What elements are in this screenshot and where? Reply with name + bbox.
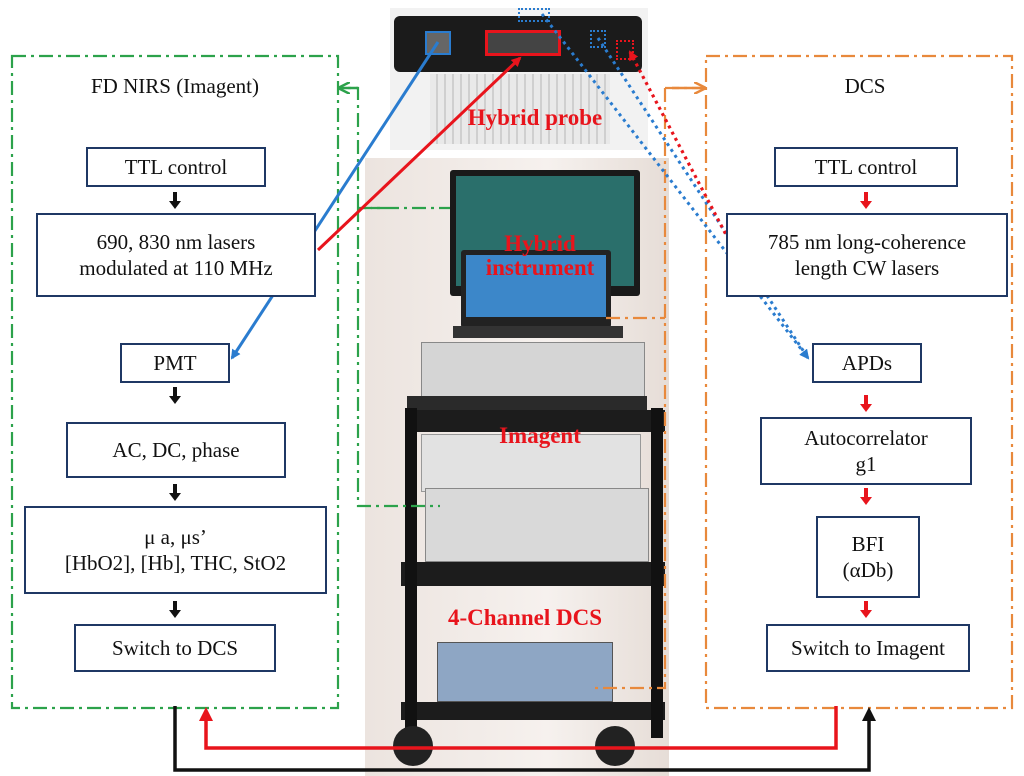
- fd-optical-properties-line1: μ a, μs’: [144, 524, 207, 549]
- dcs-apds-box: APDs: [812, 343, 922, 383]
- dcs-lasers-box: 785 nm long-coherence length CW lasers: [726, 213, 1008, 297]
- dcs-autocorrelator-line2: g1: [855, 452, 877, 476]
- blue-dotted-apd-link-b: [596, 37, 810, 359]
- keyboard: [407, 396, 647, 410]
- orange-link-right: [592, 88, 667, 690]
- imagent-modules: [425, 488, 649, 562]
- dcs-apds-text: APDs: [841, 350, 893, 375]
- dcs-ttl-control-text: TTL control: [814, 154, 918, 179]
- fd-lasers-line2: modulated at 110 MHz: [79, 256, 273, 280]
- hybrid-instrument-label-l1: Hybrid: [504, 231, 576, 256]
- dcs-ttl-control-box: TTL control: [774, 147, 958, 187]
- four-channel-dcs-label: 4-Channel DCS: [447, 605, 602, 630]
- dcs-switch-box: Switch to Imagent: [766, 624, 970, 672]
- dcs-flow-arrows: [860, 192, 872, 618]
- dcs-autocorrelator-box: Autocorrelator g1: [760, 417, 972, 485]
- probe-port: [616, 40, 634, 60]
- fd-ac-dc-phase-text: AC, DC, phase: [112, 437, 240, 462]
- imagent-device: [421, 434, 641, 492]
- dcs-autocorrelator-line1: Autocorrelator: [804, 425, 928, 450]
- fd-ac-dc-phase-box: AC, DC, phase: [66, 422, 286, 478]
- wheel-left: [393, 726, 433, 766]
- laptop: [461, 250, 611, 328]
- hybrid-probe-label: Hybrid probe: [467, 105, 603, 130]
- cart-leg-left: [405, 408, 417, 738]
- probe-port: [590, 30, 606, 48]
- dcs-panel-border: [704, 54, 1014, 710]
- instrument-photo: [365, 158, 669, 776]
- cart-bottom-shelf: [401, 702, 665, 720]
- fd-lasers-line1: 690, 830 nm lasers: [96, 229, 256, 254]
- probe-cables: [430, 74, 610, 144]
- blue-detector-fiber-arrow: [230, 41, 440, 360]
- probe-port: [425, 31, 451, 55]
- probe-port-group: [485, 30, 561, 56]
- probe-port: [518, 8, 550, 22]
- green-link-top: [340, 86, 385, 210]
- fd-ttl-control-box: TTL control: [86, 147, 266, 187]
- dcs-lasers-line2: length CW lasers: [794, 256, 940, 280]
- dcs-bfi-line1: BFI: [851, 531, 885, 556]
- dcs-lasers-line1: 785 nm long-coherence: [767, 229, 967, 254]
- fd-pmt-text: PMT: [153, 350, 197, 375]
- probe-photo: [390, 8, 648, 150]
- red-loop-switch-to-imagent: [199, 706, 838, 750]
- wheel-right: [595, 726, 635, 766]
- fd-switch-box: Switch to DCS: [74, 624, 276, 672]
- fd-nirs-title: FD NIRS (Imagent): [91, 74, 259, 98]
- fd-pmt-box: PMT: [120, 343, 230, 383]
- fd-optical-properties-box: μ a, μs’ [HbO2], [Hb], THC, StO2: [24, 506, 327, 594]
- dcs-bfi-box: BFI (αDb): [816, 516, 920, 598]
- cart-middle-shelf: [401, 562, 665, 586]
- imagent-label: Imagent: [499, 423, 581, 448]
- fd-lasers-box: 690, 830 nm lasers modulated at 110 MHz: [36, 213, 316, 297]
- laptop-screen: [466, 255, 606, 317]
- red-laser-fiber-arrow: [316, 56, 522, 252]
- blue-dotted-apd-link-a: [540, 13, 810, 360]
- hybrid-instrument-label-l2: instrument: [485, 255, 595, 281]
- hybrid-instrument-label: Hybrid instrument: [450, 231, 630, 281]
- dcs-bfi-line2: (αDb): [842, 558, 894, 582]
- dcs-switch-text: Switch to Imagent: [791, 635, 945, 660]
- fd-flow-arrows: [169, 192, 181, 618]
- red-dotted-dcs-laser-link: [628, 50, 734, 247]
- dcs-title: DCS: [844, 74, 886, 98]
- black-loop-switch-to-dcs: [173, 706, 876, 772]
- cart-leg-right: [651, 408, 663, 738]
- cart-top-shelf: [405, 410, 665, 432]
- fd-switch-text: Switch to DCS: [111, 635, 239, 660]
- dcs-device: [437, 642, 613, 702]
- fd-optical-properties-line2: [HbO2], [Hb], THC, StO2: [64, 551, 287, 575]
- fd-ttl-control-text: TTL control: [124, 154, 228, 179]
- laptop-base: [453, 326, 623, 338]
- green-link-imagent: [356, 208, 440, 508]
